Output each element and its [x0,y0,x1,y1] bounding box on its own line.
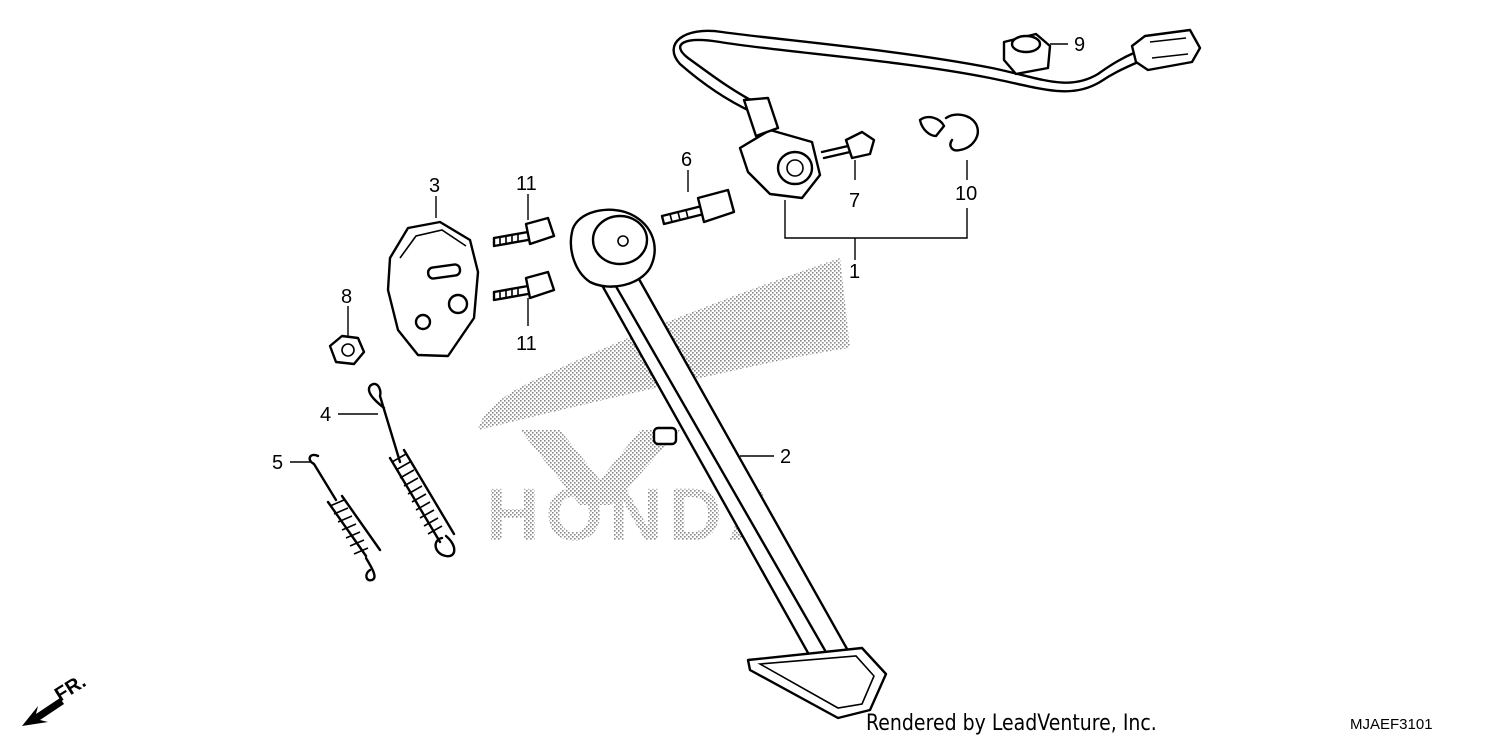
callout-9: 9 [1074,34,1085,56]
callout-11-lower: 11 [516,333,537,355]
stand-bolt[interactable] [660,188,736,226]
front-direction-arrow-icon [22,698,64,726]
leader-lines [290,43,1068,463]
callout-11-upper: 11 [516,173,537,195]
callout-4: 4 [320,404,331,426]
stand-bracket[interactable] [386,220,480,358]
callout-7: 7 [849,190,860,212]
callout-5: 5 [272,452,283,474]
callout-10: 10 [955,183,977,205]
bolt-lower[interactable] [492,270,556,302]
callout-3: 3 [429,175,440,197]
callout-1: 1 [849,261,860,283]
callout-8: 8 [341,286,352,308]
bolt-upper[interactable] [492,216,556,248]
harness-clamp[interactable] [1002,32,1052,76]
diagram-code: MJAEF3101 [1350,716,1433,733]
harness-clip[interactable] [918,113,979,152]
callout-6: 6 [681,149,692,171]
nut[interactable] [328,334,366,366]
render-credit: Rendered by LeadVenture, Inc. [866,711,1157,736]
spring-short[interactable] [308,453,382,582]
switch-screw[interactable] [820,130,876,160]
side-stand[interactable] [569,208,888,720]
spring-long[interactable] [367,382,456,558]
callout-2: 2 [780,446,791,468]
side-stand-switch[interactable] [672,28,1202,200]
